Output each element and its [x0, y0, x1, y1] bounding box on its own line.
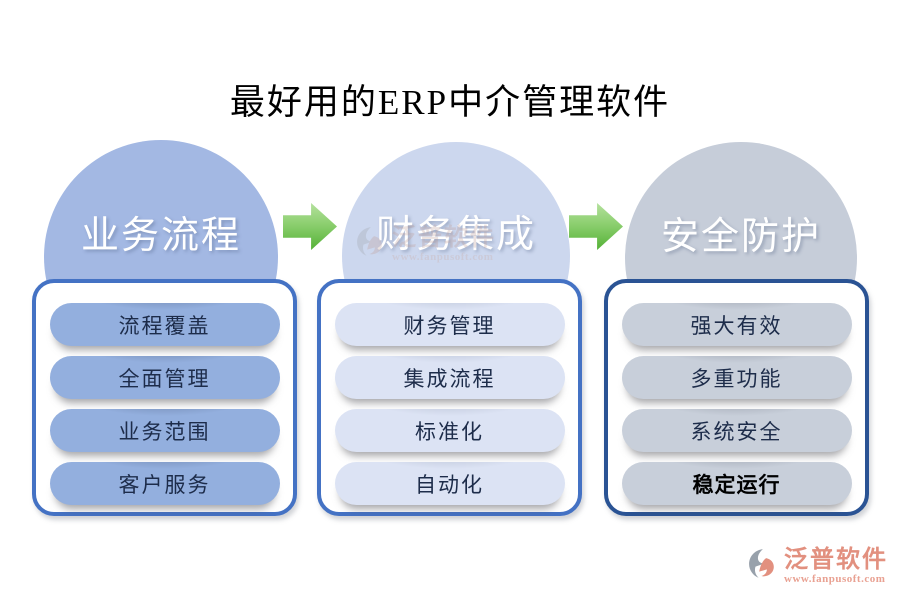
panel-business-process: 流程覆盖 全面管理 业务范围 客户服务: [32, 279, 297, 516]
page-title: 最好用的ERP中介管理软件: [229, 83, 671, 122]
arrow-right-icon: [569, 203, 623, 250]
fanpu-logo-icon: [748, 548, 780, 580]
pill: 全面管理: [49, 356, 280, 399]
stage-label: 财务集成: [375, 213, 536, 256]
pill: 业务范围: [49, 409, 280, 452]
pill-label: 自动化: [415, 472, 484, 497]
pill: 多重功能: [621, 356, 852, 399]
brand-name: 泛普软件: [392, 225, 496, 251]
pill: 强大有效: [621, 303, 852, 346]
pill-label: 系统安全: [690, 419, 783, 444]
pill: 客户服务: [49, 462, 280, 505]
pill: 流程覆盖: [49, 303, 280, 346]
pill: 系统安全: [621, 409, 852, 452]
pill-label: 客户服务: [118, 472, 211, 497]
pill-label: 业务范围: [118, 419, 211, 444]
pill: 财务管理: [334, 303, 565, 346]
pill-label: 财务管理: [403, 313, 496, 338]
brand-url: www.fanpusoft.com: [784, 573, 886, 585]
brand-watermark: 泛普软件 www.fanpusoft.com: [748, 548, 888, 585]
brand-url: www.fanpusoft.com: [392, 251, 494, 263]
pill: 标准化: [334, 409, 565, 452]
pill: 自动化: [334, 462, 565, 505]
panel-finance-integration: 财务管理 集成流程 标准化 自动化: [317, 279, 582, 516]
pill-label: 稳定运行: [692, 473, 781, 497]
pill-label: 多重功能: [690, 366, 783, 391]
pill-label: 强大有效: [690, 313, 783, 338]
pill-label: 全面管理: [118, 366, 211, 391]
fanpu-logo-icon: [356, 226, 388, 258]
arrow-right-icon: [283, 203, 337, 250]
pill-label: 集成流程: [403, 366, 496, 391]
pill-label: 流程覆盖: [118, 313, 211, 338]
stage-label: 安全防护: [660, 215, 821, 258]
brand-watermark-faint: 泛普软件 www.fanpusoft.com: [356, 226, 496, 263]
pill: 稳定运行: [621, 462, 852, 505]
pill-label: 标准化: [415, 419, 484, 444]
stage-label: 业务流程: [80, 214, 241, 257]
panel-security-protection: 强大有效 多重功能 系统安全 稳定运行: [604, 279, 869, 516]
pill: 集成流程: [334, 356, 565, 399]
brand-name: 泛普软件: [784, 547, 888, 573]
